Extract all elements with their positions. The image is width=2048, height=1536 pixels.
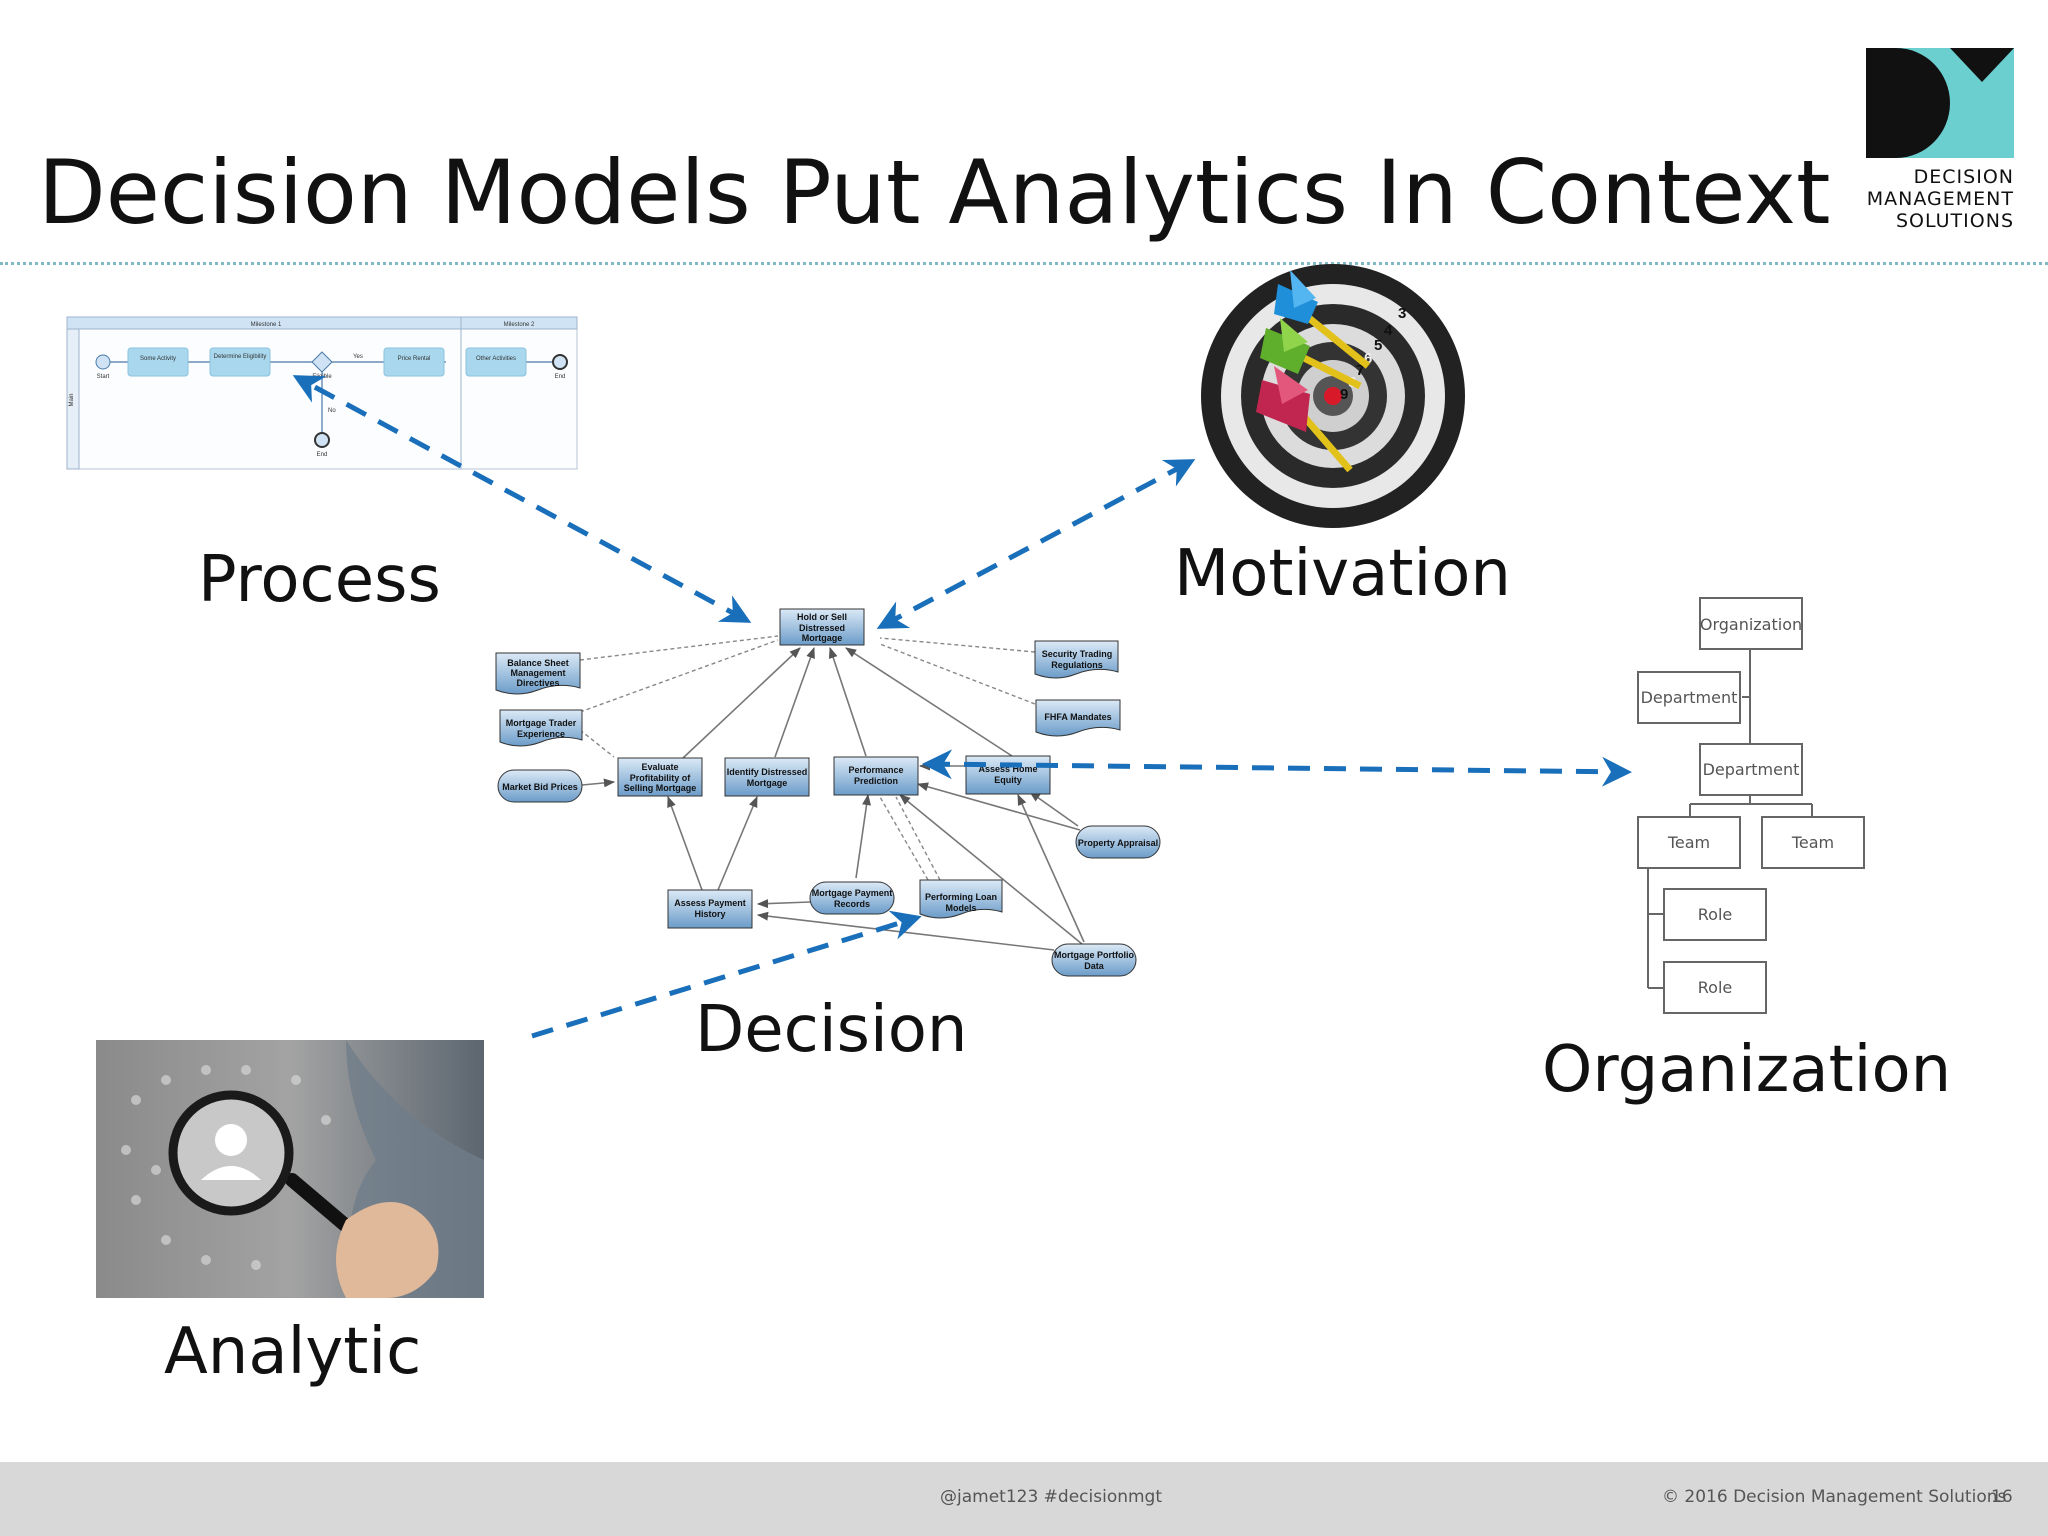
ks-loan-line1: Performing Loan: [925, 892, 997, 902]
knowledge-security-trading: Security Trading Regulations: [1034, 640, 1119, 679]
label-organization: Organization: [1542, 1033, 1952, 1107]
decision-hold-sell-line1: Hold or Sell: [797, 612, 847, 622]
arrow-to-process: [292, 375, 752, 623]
input-payment-records-line1: Mortgage Payment: [812, 888, 893, 898]
green-dart-icon: [1260, 318, 1362, 390]
ring-3: 3: [1398, 305, 1406, 322]
knowledge-balance-sheet: Balance Sheet Management Directives: [495, 652, 581, 695]
footer-bar: [0, 1462, 2048, 1536]
ks-fhfa-line1: FHFA Mandates: [1044, 712, 1111, 722]
input-payment-records: Mortgage Payment Records: [809, 881, 895, 915]
input-portfolio: Mortgage Portfolio Data: [1051, 943, 1137, 977]
ks-trader-line2: Experience: [517, 729, 565, 739]
decision-hold-sell-line2: Distressed: [799, 623, 845, 633]
arrow-to-organization: [922, 749, 1632, 787]
dartboard-target-icon: 3 4 5 6 7 8 9: [1201, 264, 1465, 528]
ks-security-line1: Security Trading: [1042, 649, 1113, 659]
end-event-icon: [552, 354, 568, 370]
decision-performance-line1: Performance: [848, 765, 903, 775]
logo-line-1: DECISION: [1913, 166, 2014, 188]
ring-6: 6: [1364, 350, 1372, 367]
org-role-1: Role: [1698, 905, 1732, 924]
decision-hold-sell: Hold or Sell Distressed Mortgage: [779, 608, 865, 646]
decision-home-equity: Assess Home Equity: [965, 755, 1051, 795]
analytic-magnifier-photo: [96, 1040, 484, 1298]
decision-performance-line2: Prediction: [854, 776, 898, 786]
ring-4: 4: [1384, 322, 1393, 339]
decision-identify: Identify Distressed Mortgage: [724, 757, 810, 797]
red-dart-icon: [1256, 366, 1353, 473]
decision-evaluate-line2: Profitability of: [630, 773, 692, 783]
start-event-icon: [95, 354, 111, 370]
input-market-bid-line1: Market Bid Prices: [502, 782, 578, 792]
input-portfolio-line1: Mortgage Portfolio: [1054, 950, 1134, 960]
knowledge-trader-experience: Mortgage Trader Experience: [499, 709, 583, 747]
task-other-activities: Other Activities: [476, 356, 516, 362]
footer-handle: @jamet123 #decisionmgt: [940, 1487, 1163, 1507]
ks-trader-line1: Mortgage Trader: [506, 718, 577, 728]
decision-identify-line1: Identify Distressed: [727, 767, 808, 777]
input-portfolio-line2: Data: [1084, 961, 1105, 971]
knowledge-loan-models: Performing Loan Models: [919, 879, 1003, 919]
decision-evaluate-line1: Evaluate: [641, 762, 678, 772]
ks-security-line2: Regulations: [1051, 660, 1103, 670]
knowledge-fhfa: FHFA Mandates: [1035, 699, 1121, 737]
arrow-from-analytic: [531, 910, 922, 1039]
decision-evaluate-line3: Selling Mortgage: [624, 783, 697, 793]
ring-5: 5: [1374, 337, 1382, 354]
label-process: Process: [198, 543, 441, 617]
input-appraisal: Property Appraisal: [1075, 825, 1161, 859]
ks-balance-sheet-line1: Balance Sheet: [507, 658, 569, 668]
decision-identify-line2: Mortgage: [747, 778, 788, 788]
decision-performance: Performance Prediction: [833, 756, 919, 796]
org-team-1: Team: [1667, 833, 1710, 852]
decision-payment-history-line2: History: [694, 909, 725, 919]
org-team-2: Team: [1791, 833, 1834, 852]
decision-payment-history: Assess Payment History: [667, 889, 753, 929]
task-determine-eligibility: Determine Eligibility: [214, 354, 267, 360]
ks-balance-sheet-line2: Management: [510, 668, 565, 678]
ring-7: 7: [1356, 362, 1364, 379]
decision-hold-sell-line3: Mortgage: [802, 633, 843, 643]
footer-copyright: © 2016 Decision Management Solutions: [1662, 1487, 2007, 1507]
label-analytic: Analytic: [164, 1315, 422, 1389]
decision-home-equity-line2: Equity: [994, 775, 1022, 785]
org-department-2: Department: [1703, 760, 1800, 779]
dms-logo-icon: [1866, 48, 2014, 158]
start-event-label: Start: [97, 374, 110, 380]
title-divider: [0, 262, 2048, 265]
page-number: 16: [1991, 1487, 2013, 1507]
org-organization: Organization: [1700, 615, 1802, 634]
decision-payment-history-line1: Assess Payment: [674, 898, 746, 908]
ks-loan-line2: Models: [945, 903, 976, 913]
lane-milestone-2: Milestone 2: [504, 322, 535, 328]
slide-title: Decision Models Put Analytics In Context: [38, 141, 1831, 244]
pool-main: Main: [69, 393, 75, 406]
logo-line-2: MANAGEMENT: [1866, 188, 2014, 210]
input-market-bid: Market Bid Prices: [497, 769, 583, 803]
gateway-icon: [311, 351, 333, 373]
lane-milestone-1: Milestone 1: [251, 322, 282, 328]
input-appraisal-line1: Property Appraisal: [1078, 838, 1158, 848]
blue-dart-icon: [1274, 270, 1371, 369]
org-role-2: Role: [1698, 978, 1732, 997]
org-department-1: Department: [1641, 688, 1738, 707]
logo-line-3: SOLUTIONS: [1896, 210, 2014, 232]
logo-wordmark: DECISION MANAGEMENT SOLUTIONS: [1850, 166, 2014, 232]
task-some-activity: Some Activity: [140, 356, 176, 362]
ring-9: 9: [1340, 386, 1348, 403]
decision-evaluate: Evaluate Profitability of Selling Mortga…: [617, 757, 703, 797]
flow-yes: Yes: [353, 354, 363, 360]
ks-balance-sheet-line3: Directives: [516, 678, 559, 688]
arrow-to-motivation: [876, 459, 1196, 629]
label-motivation: Motivation: [1174, 537, 1511, 611]
input-payment-records-line2: Records: [834, 899, 870, 909]
task-price-rental: Price Rental: [398, 356, 431, 362]
label-decision: Decision: [695, 993, 968, 1067]
